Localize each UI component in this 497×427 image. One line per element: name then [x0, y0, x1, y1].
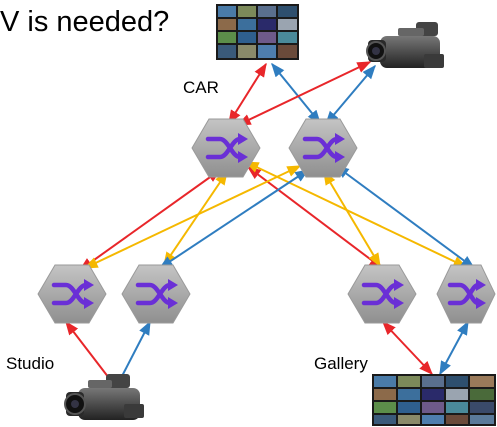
monitor-wall-icon: [216, 4, 299, 60]
switch-icon: [288, 118, 358, 178]
car-switch-right: [288, 118, 358, 178]
connection-yellow: [244, 161, 468, 268]
connection-yellow: [163, 170, 228, 267]
connection-blue: [325, 64, 376, 126]
connection-red: [78, 169, 222, 271]
connection-red: [236, 61, 372, 126]
studio-switch-left: [37, 264, 107, 324]
connection-blue: [119, 320, 151, 381]
connection-blue: [158, 169, 310, 269]
connection-arrows: [65, 61, 476, 383]
switch-icon: [191, 118, 261, 178]
connection-red: [65, 320, 113, 383]
camera-icon: [64, 374, 144, 420]
car-switch-left: [191, 118, 261, 178]
connection-yellow: [83, 165, 302, 269]
switch-icon: [436, 264, 496, 324]
connection-yellow: [323, 170, 381, 268]
monitor-wall-icon: [372, 374, 496, 426]
car-label: CAR: [183, 78, 219, 97]
gallery-switch-left: [347, 264, 417, 324]
connection-red: [382, 320, 433, 376]
camera-icon: [366, 22, 444, 68]
switch-icon: [121, 264, 191, 324]
studio-switch-right: [121, 264, 191, 324]
gallery-label: Gallery: [314, 354, 368, 373]
switch-icon: [37, 264, 107, 324]
connection-blue: [439, 320, 469, 376]
slide-title: V is needed?: [0, 6, 170, 38]
car-camera: [366, 22, 444, 68]
gallery-switch-right: [436, 264, 496, 324]
studio-camera: [64, 374, 144, 420]
gallery-multiviewer: [372, 374, 496, 426]
car-multiviewer: [216, 4, 299, 60]
switch-icon: [347, 264, 417, 324]
studio-label: Studio: [6, 354, 55, 373]
connection-blue: [334, 165, 476, 269]
connection-blue: [271, 62, 321, 125]
